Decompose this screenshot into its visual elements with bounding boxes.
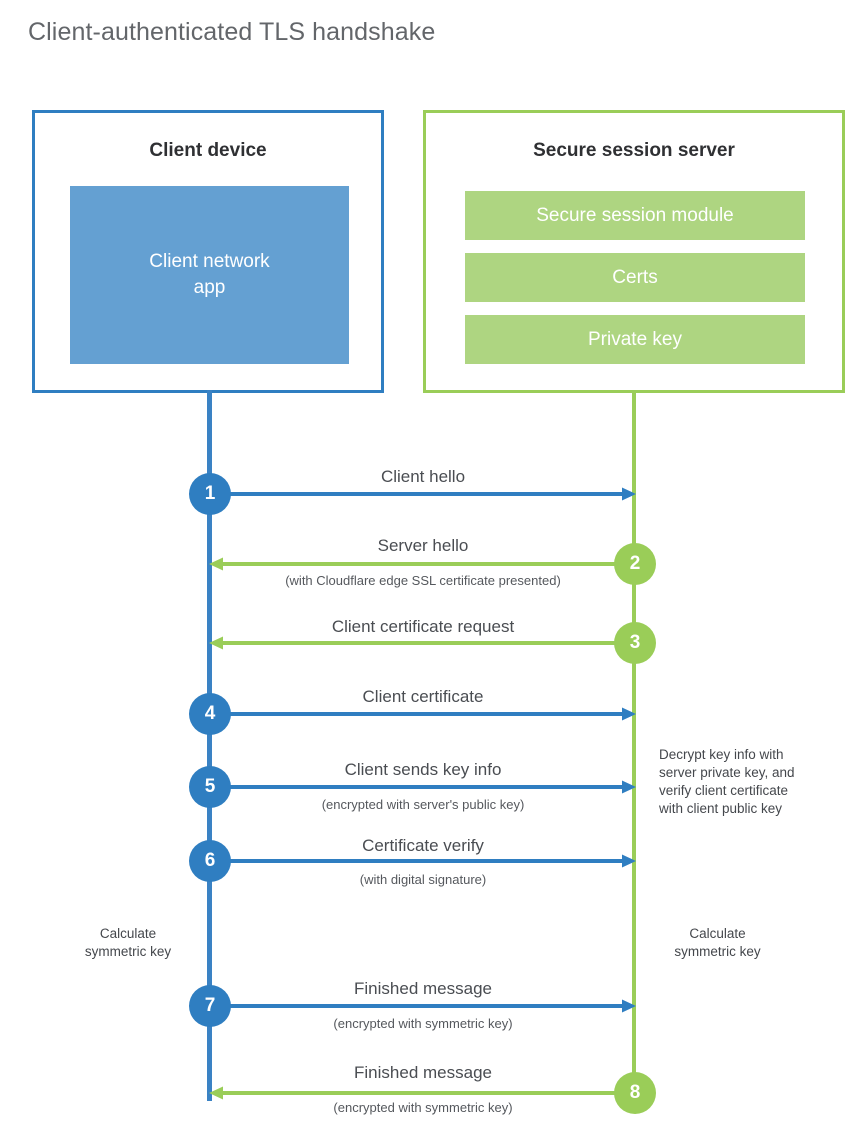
arrow-step-4 [210,707,636,721]
step-marker-2[interactable]: 2 [614,543,656,585]
arrow-step-1 [210,487,636,501]
arrow-step-3 [209,636,635,650]
message-label-2: Server hello [377,536,469,555]
server-lifeline [632,390,636,1094]
arrow-step-2 [209,557,635,571]
message-sublabel-5: (encrypted with server's public key) [321,797,525,812]
message-sublabel-6: (with digital signature) [359,872,487,887]
client-device-title: Client device [149,140,267,161]
step-marker-8[interactable]: 8 [614,1072,656,1114]
message-label-4: Client certificate [362,687,484,706]
secure-session-server-title: Secure session server [533,140,735,161]
step-marker-3[interactable]: 3 [614,622,656,664]
message-sublabel-8: (encrypted with symmetric key) [333,1100,513,1115]
server-component-label: Certs [612,266,658,288]
server-component-certs: Certs [465,253,805,302]
message-label-1: Client hello [380,467,466,486]
server-component-private-key: Private key [465,315,805,364]
annotation-client-calculate-symmetric-key: Calculate symmetric key [84,926,172,959]
client-lifeline [207,390,212,1101]
annotation-server-calculate-symmetric-key: Calculate symmetric key [674,926,761,959]
annotation-server-decrypt-note: Decrypt key info with server private key… [659,747,795,816]
message-label-7: Finished message [354,979,492,998]
message-sublabel-7: (encrypted with symmetric key) [333,1016,513,1031]
message-sublabel-2: (with Cloudflare edge SSL certificate pr… [285,573,561,588]
client-network-app-block: Client network app [70,186,349,364]
secure-session-server-box: Secure session server Secure session mod… [423,110,845,393]
step-marker-1[interactable]: 1 [189,473,231,515]
client-network-app-label: Client network app [149,251,270,298]
server-component-label: Secure session module [536,204,734,226]
message-label-5: Client sends key info [344,760,502,779]
server-component-label: Private key [588,328,682,350]
arrow-step-7 [210,999,636,1013]
step-marker-4[interactable]: 4 [189,693,231,735]
step-marker-5[interactable]: 5 [189,766,231,808]
page-title: Client-authenticated TLS handshake [28,18,436,46]
message-label-3: Client certificate request [331,617,515,636]
arrow-step-6 [210,854,636,868]
server-component-secure-session-module: Secure session module [465,191,805,240]
step-marker-7[interactable]: 7 [189,985,231,1027]
client-device-box: Client device Client network app [32,110,384,393]
step-marker-6[interactable]: 6 [189,840,231,882]
arrow-step-8 [209,1086,635,1100]
arrow-step-5 [210,780,636,794]
message-label-6: Certificate verify [362,836,484,855]
message-label-8: Finished message [354,1063,492,1082]
